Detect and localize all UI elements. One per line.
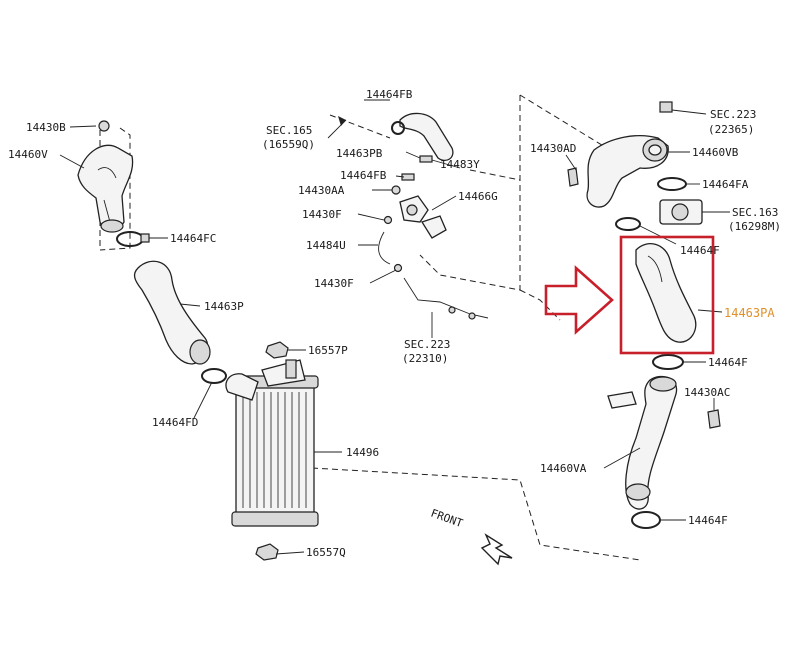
tube-sec223	[403, 277, 489, 320]
label-16557P: 16557P	[308, 344, 348, 357]
label-14464FB: 14464FB	[340, 169, 387, 182]
bolt-14430AC	[707, 409, 721, 429]
label-16557Q: 16557Q	[306, 546, 346, 559]
label-sec223-top: SEC.223	[710, 108, 756, 121]
clamp-14464F-lower	[631, 511, 661, 529]
label-14430AD: 14430AD	[530, 142, 576, 155]
clamp-sec223	[659, 101, 673, 113]
pipe-14460VB	[586, 135, 669, 208]
clamp-14464FD	[201, 368, 227, 384]
label-sec165-ref: (16559Q)	[262, 138, 315, 151]
label-14460VB: 14460VB	[692, 146, 739, 159]
label-14430F-lower: 14430F	[314, 277, 354, 290]
label-sec223-top-ref: (22365)	[708, 123, 754, 136]
valve-14466G	[399, 195, 447, 239]
bolt-14430F-upper	[383, 215, 393, 225]
tube-14484U	[378, 231, 391, 265]
label-14430AC: 14430AC	[684, 386, 730, 399]
label-14484U: 14484U	[306, 239, 346, 252]
bolt-14430F-lower	[393, 263, 403, 273]
clamp-14464FA	[657, 177, 687, 191]
hose-14463PB	[391, 112, 454, 162]
label-14496: 14496	[346, 446, 379, 459]
label-14430AA: 14430AA	[298, 184, 345, 197]
label-front: FRONT	[429, 507, 465, 531]
label-sec163: SEC.163	[732, 206, 778, 219]
bolt-14430AD	[567, 167, 579, 187]
label-14464FC: 14464FC	[170, 232, 216, 245]
label-sec223-lower: SEC.223	[404, 338, 450, 351]
gasket-14483Y	[419, 155, 433, 163]
label-14464F-middle: 14464F	[708, 356, 748, 369]
clamp-14464F-upper	[615, 217, 641, 231]
label-14430B: 14430B	[26, 121, 66, 134]
label-14464F-upper: 14464F	[680, 244, 720, 257]
label-14460V: 14460V	[8, 148, 48, 161]
part-14460V	[77, 120, 134, 233]
arrow-sec165	[338, 116, 346, 126]
label-14460VA: 14460VA	[540, 462, 587, 475]
pipe-14460VA	[607, 375, 678, 510]
bolt-16557P	[265, 341, 289, 359]
hose-14463P	[133, 260, 211, 365]
label-14463PA: 14463PA	[724, 306, 775, 320]
front-arrow-icon	[480, 533, 513, 566]
label-14463PB: 14463PB	[336, 147, 383, 160]
label-sec163-ref: (16298M)	[728, 220, 781, 233]
leader-lines	[59, 99, 730, 555]
label-14464FA: 14464FA	[702, 178, 749, 191]
label-14464FB-top: 14464FB	[366, 88, 413, 101]
label-sec165: SEC.165	[266, 124, 312, 137]
highlight-box	[619, 235, 715, 355]
clamp-14464F-middle	[652, 354, 684, 370]
label-sec223-lower-ref: (22310)	[402, 352, 448, 365]
throttle-body-sec163	[659, 199, 703, 225]
label-14430F-upper: 14430F	[302, 208, 342, 221]
label-14464FD: 14464FD	[152, 416, 198, 429]
label-14466G: 14466G	[458, 190, 498, 203]
label-14464F-lower: 14464F	[688, 514, 728, 527]
hose-14463PA	[635, 243, 697, 343]
callout-arrow-icon	[544, 265, 614, 335]
bolt-16557Q	[255, 543, 279, 561]
clamp-14464FC	[116, 231, 150, 247]
label-14463P: 14463P	[204, 300, 244, 313]
intercooler-14496	[225, 359, 319, 527]
bolt-14430AA	[391, 185, 401, 195]
label-14483Y: 14483Y	[440, 158, 480, 171]
